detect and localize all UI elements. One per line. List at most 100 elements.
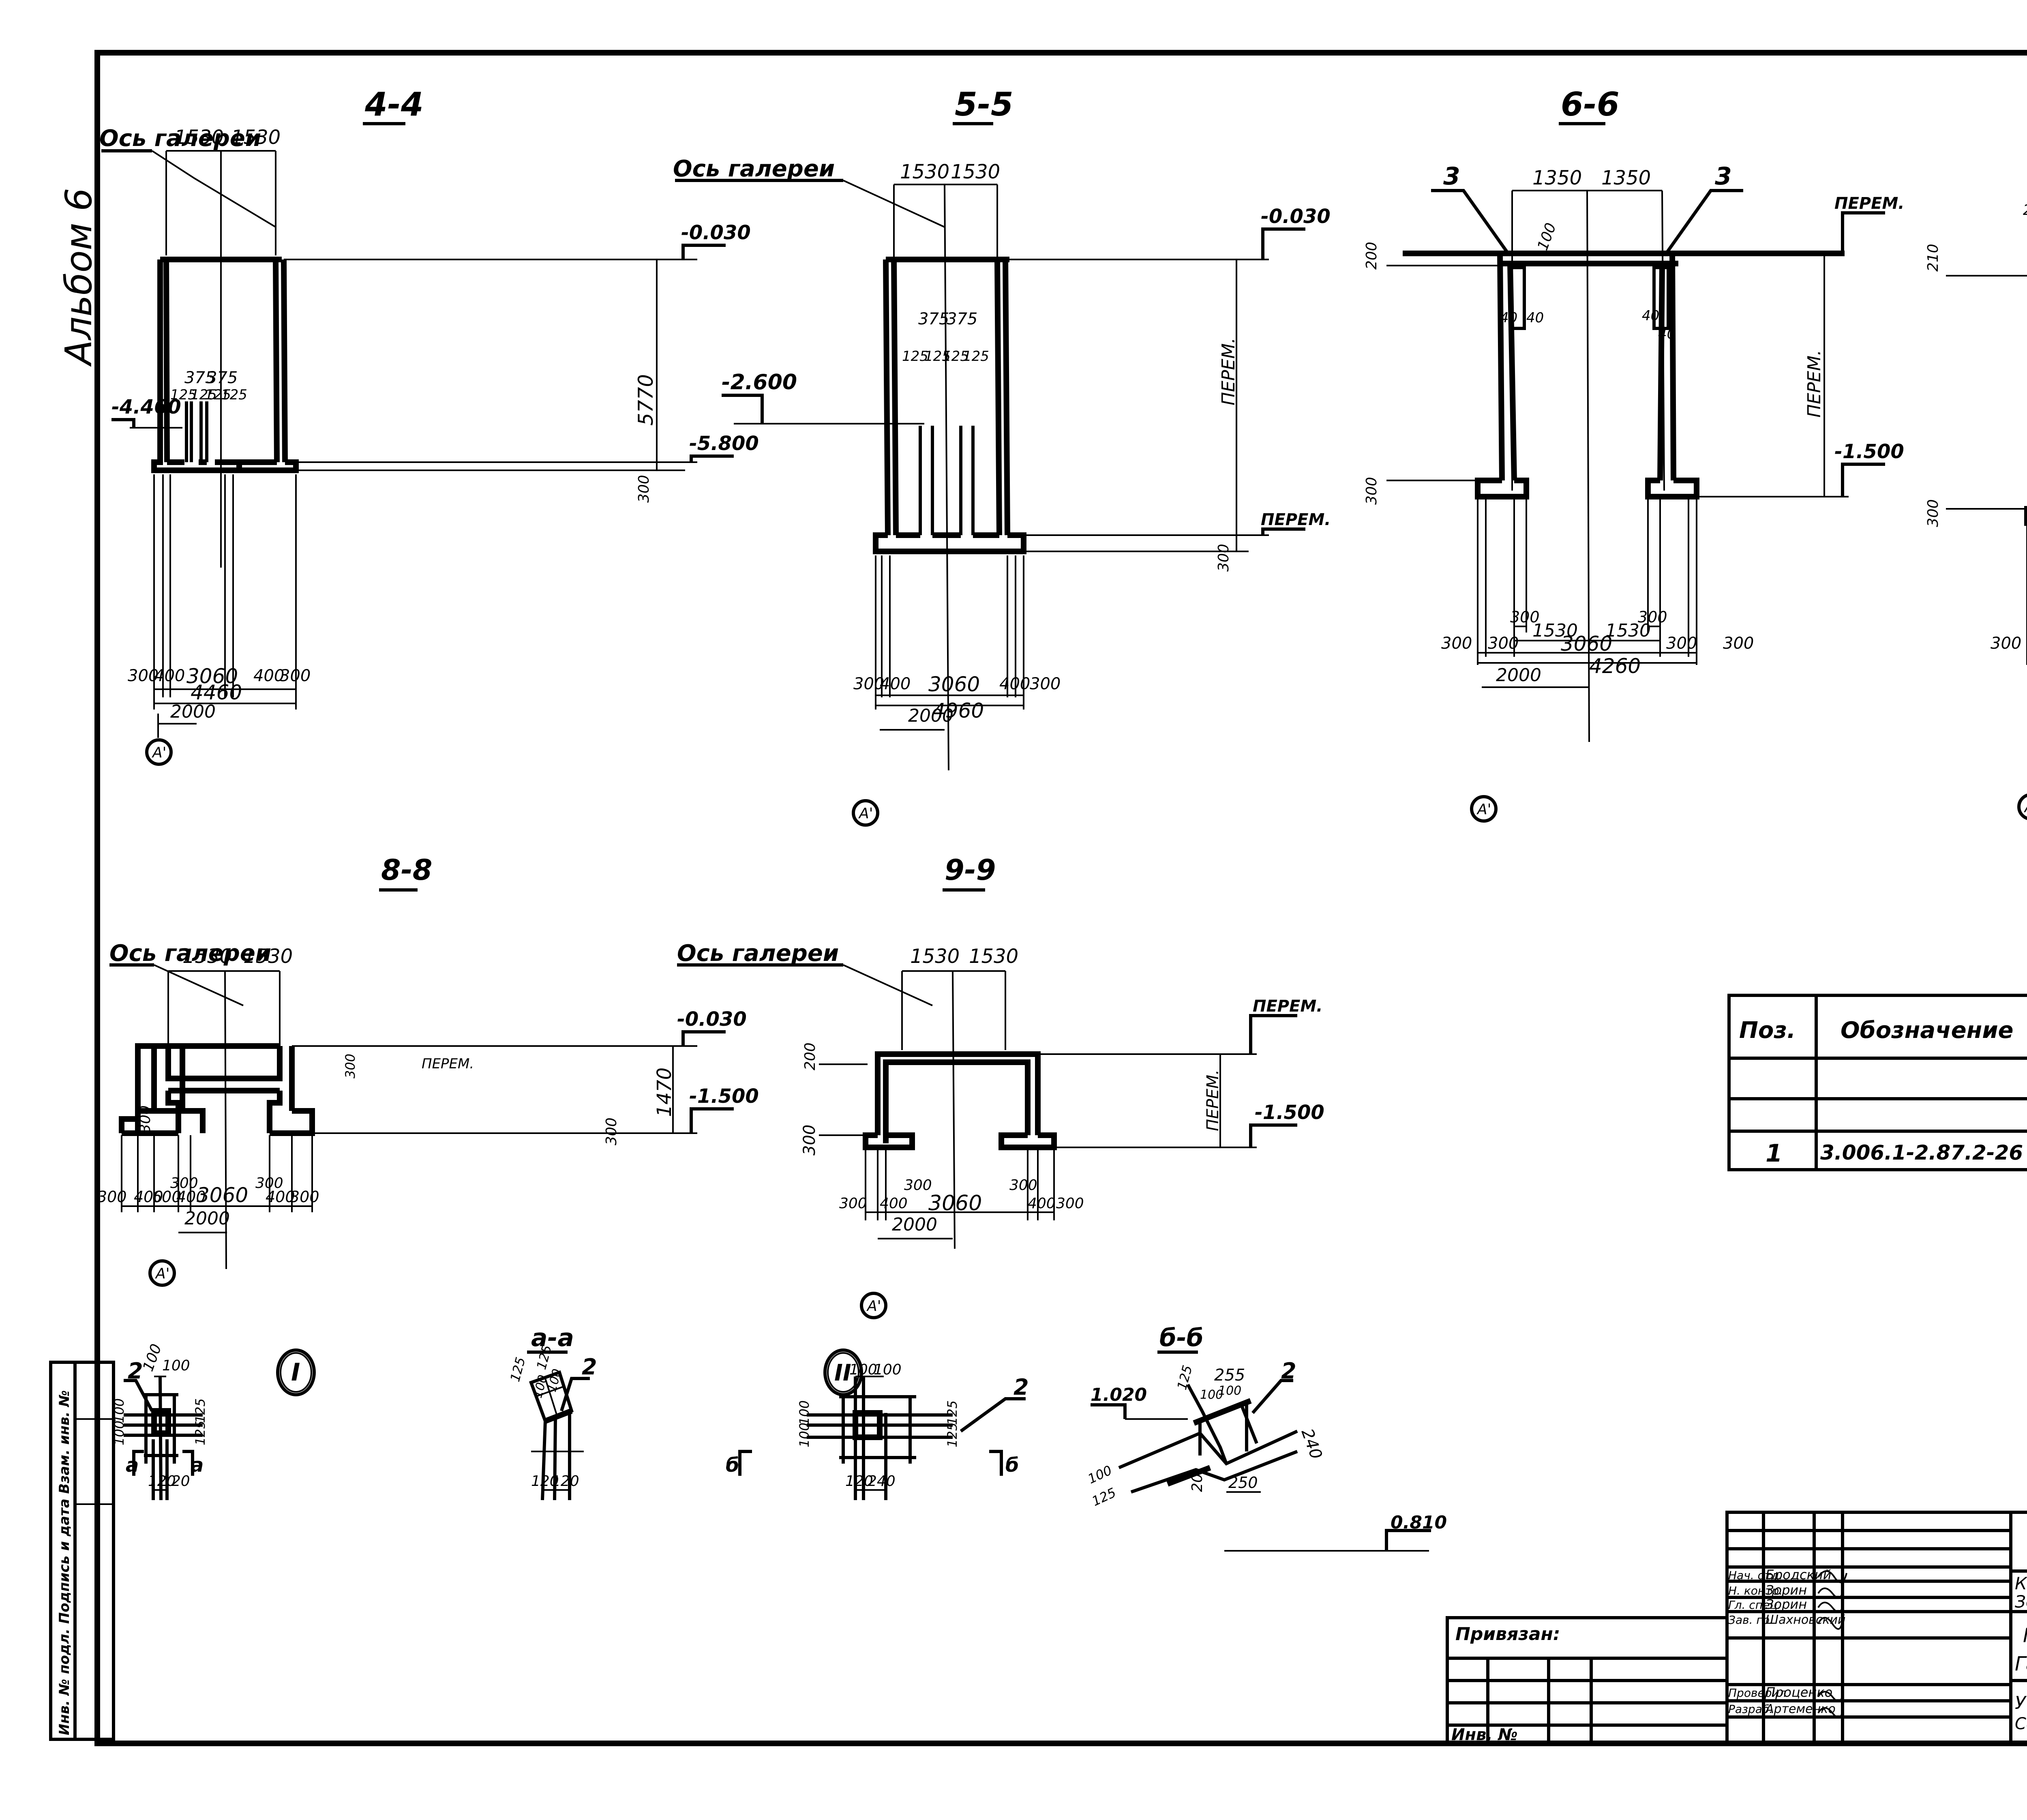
table-header: Обозначение — [1841, 1017, 2014, 1044]
axis-marker — [145, 738, 173, 766]
signature-role: Н. контр. — [1728, 1584, 1783, 1597]
dim: 125 — [1174, 1363, 1196, 1391]
dim: 120 — [162, 1473, 190, 1490]
left-dim: 200 — [802, 1042, 819, 1070]
signature-name: Бродский — [1766, 1567, 1831, 1582]
signature-scribbles — [1817, 1570, 1847, 1719]
dim: 375 — [184, 369, 215, 387]
section-5-5: 5-5 Ось галереи 1530 1530 375 375 125 12… — [673, 86, 1331, 827]
building-line: Галерея топливоподачи — [2015, 1653, 2027, 1675]
signature-role: Нач. отд. — [1728, 1569, 1783, 1582]
section-title: 8-8 — [381, 853, 432, 887]
level-mark: -0.030 — [681, 221, 751, 244]
dim: 120 — [551, 1473, 579, 1490]
total-dim: 4460 — [191, 681, 242, 704]
dim: 125 — [221, 387, 247, 403]
slab-dim: 300 — [1215, 544, 1232, 572]
dim: 400 — [999, 675, 1030, 693]
dim: 300 — [97, 1188, 127, 1206]
inner-dim: 300 — [343, 1054, 358, 1078]
height-dim: ПЕРЕМ. — [1218, 338, 1239, 405]
dim: 40 — [1658, 326, 1676, 342]
node-title: II — [834, 1360, 851, 1386]
dim: 125 — [191, 387, 217, 403]
dim: 100 — [111, 1398, 127, 1423]
axis-marker-label: А' — [155, 1265, 170, 1282]
section-8-8: 8-8 Ось галереи 1530 1530 ПЕРЕМ. 300 -0.… — [97, 853, 759, 1287]
dim: 100 — [874, 1361, 902, 1378]
dim: 1530 — [182, 945, 232, 968]
level-mark: -4.460 — [111, 396, 181, 418]
dim: 40 — [1500, 310, 1517, 326]
axis-marker-label: А' — [152, 744, 167, 761]
row-pos: 1 — [1766, 1139, 1783, 1168]
axis-marker — [1470, 795, 1498, 823]
dim: 125 — [943, 348, 969, 364]
section-title: 6-6 — [1561, 86, 1620, 123]
dim: 3060 — [186, 665, 238, 688]
dim: 125 — [963, 348, 989, 364]
dim: 100 — [797, 1400, 812, 1425]
callout: 3 — [1443, 162, 1460, 191]
signature-name: Артеменко — [1765, 1702, 1836, 1716]
level-mark: -2.600 — [722, 370, 797, 394]
dim: 300 — [1056, 1195, 1084, 1212]
level-mark: -0.030 — [677, 1008, 747, 1031]
dim: 400 — [176, 1188, 206, 1206]
offset-dim: 2000 — [170, 701, 216, 722]
dim: 100 — [1534, 221, 1560, 253]
dim: 1530 — [969, 945, 1018, 968]
dim: 1350 — [1532, 167, 1582, 189]
level-mark: 1.020 — [1091, 1385, 1147, 1405]
signature-role: Зав. гр. — [1728, 1613, 1773, 1627]
dim: 300 — [904, 1177, 932, 1194]
sheet-frame — [94, 50, 2027, 1746]
offset-dim: 2000 — [892, 1214, 937, 1235]
axis-label: Ось галереи — [677, 940, 839, 967]
table-row: 1 3.006.1-2.87.2-26 Плита П26д-3 6 1250 — [1766, 1139, 2023, 1168]
dim: 125 — [507, 1355, 529, 1383]
row-designation: 3.006.1-2.87.2-26 — [1820, 1141, 2023, 1164]
dim: 300 — [853, 675, 884, 693]
dim: 240 — [868, 1473, 896, 1490]
section-title: 9-9 — [945, 853, 996, 887]
callout: 2 — [582, 1354, 597, 1380]
dim: 1530 — [174, 126, 224, 149]
dim: 1530 — [231, 126, 281, 149]
height-dim: ПЕРЕМ. — [1804, 350, 1825, 418]
dim: 300 — [1009, 1177, 1037, 1194]
dim: 400 — [880, 675, 911, 693]
axis-marker-label: А' — [858, 805, 873, 822]
dim: 1530 — [243, 945, 293, 968]
dim: 3060 — [1561, 632, 1612, 656]
side-stamp-text: Инв. № подл. Подпись и дата Взам. инв. № — [56, 1390, 73, 1735]
axis-marker-label: А' — [1476, 801, 1491, 818]
dim: 240 — [1298, 1426, 1326, 1462]
axis-marker — [852, 799, 879, 827]
left-dim: 300 — [1925, 499, 1941, 527]
dim: 100 — [1200, 1388, 1223, 1402]
height-dim: 5770 — [634, 374, 658, 426]
signature-name: Зорин — [1766, 1582, 1807, 1598]
section-title: 4-4 — [364, 86, 424, 123]
total-dim: 4960 — [932, 699, 984, 722]
axis-label: Ось галереи — [99, 125, 261, 152]
inv-label: Инв. № — [1451, 1726, 1518, 1744]
dim: 1530 — [910, 945, 960, 968]
offset-dim: 2000 — [908, 705, 954, 726]
dim: 100 — [1218, 1384, 1241, 1398]
callout: 3 — [1715, 162, 1732, 191]
dim: 3060 — [928, 1191, 982, 1215]
dim: 300 — [280, 667, 311, 685]
dim: 1530 — [1605, 620, 1651, 641]
dim: 125 — [902, 348, 928, 364]
axis-label: Ось галереи — [673, 156, 835, 182]
axis-marker — [2017, 793, 2027, 820]
level-mark: -0.030 — [1261, 205, 1331, 228]
detail-title: б-б — [1159, 1324, 1204, 1352]
project-line: Золошлакоудаление механическое — [2015, 1592, 2027, 1612]
title-block: 903-1-270.89 КЖ Котельная с 4 котлами Е-… — [1725, 1511, 2027, 1745]
dim: 3060 — [197, 1183, 248, 1207]
callout: 2 — [1014, 1374, 1029, 1400]
attached-label: Привязан: — [1455, 1624, 1560, 1644]
